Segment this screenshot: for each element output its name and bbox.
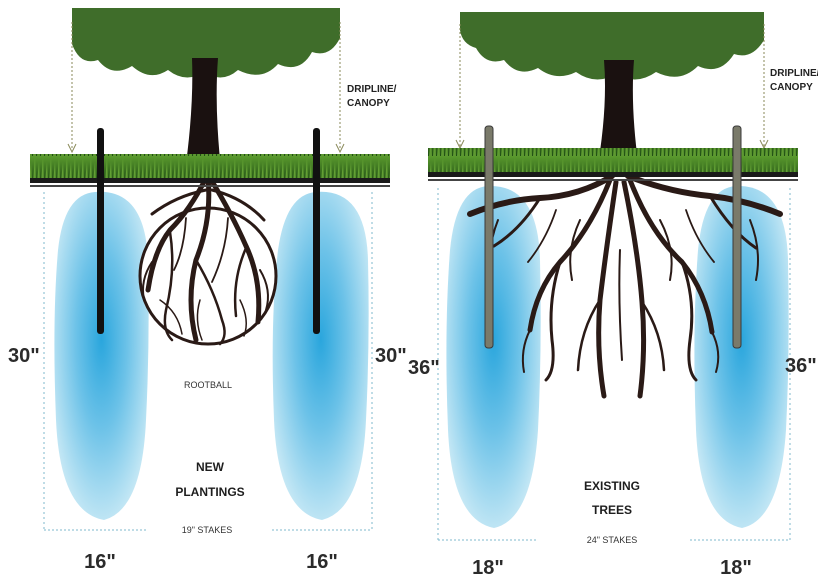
dripline-label-existing: DRIPLINE/ CANOPY (770, 68, 818, 93)
stake-left-new (97, 128, 104, 334)
panel-title-new-line2: PLANTINGS (175, 485, 244, 499)
depth-label-left-new: 30" (8, 345, 40, 367)
rootball-label: ROOTBALL (184, 380, 232, 390)
panel-title-existing-line2: TREES (592, 503, 632, 517)
width-label-right-new: 16" (306, 551, 338, 573)
stakes-label-existing: 24" STAKES (587, 535, 638, 545)
dripline-label-line1: DRIPLINE/ (347, 84, 397, 95)
soil-line-existing (428, 172, 798, 177)
dripline-label-line2: CANOPY (347, 98, 390, 109)
dripline-label-new: DRIPLINE/ CANOPY (347, 84, 399, 109)
stakes-label-new: 19" STAKES (182, 525, 233, 535)
water-zone-right-new (273, 192, 369, 520)
dripline-label-line2: CANOPY (770, 82, 813, 93)
stake-right-existing (733, 126, 741, 348)
grass-strip-new (30, 154, 390, 178)
soil-line-new (30, 178, 390, 183)
dripline-label-line1: DRIPLINE/ (770, 68, 818, 79)
stake-left-existing (485, 126, 493, 348)
panel-existing-trees: DRIPLINE/ CANOPY 36" 36" EXISTING TREES … (408, 12, 818, 578)
stake-right-new (313, 128, 320, 334)
grass-strip-existing (428, 148, 798, 172)
width-label-left-existing: 18" (472, 557, 504, 578)
panel-new-plantings: DRIPLINE/ CANOPY ROOTBALL 30" 30" NEW PL… (8, 8, 407, 573)
panel-title-existing-line1: EXISTING (584, 479, 640, 493)
depth-label-right-existing: 36" (785, 355, 817, 377)
width-label-right-existing: 18" (720, 557, 752, 578)
panel-title-new-line1: NEW (196, 460, 225, 474)
depth-label-right-new: 30" (375, 345, 407, 367)
width-label-left-new: 16" (84, 551, 116, 573)
depth-label-left-existing: 36" (408, 357, 440, 379)
